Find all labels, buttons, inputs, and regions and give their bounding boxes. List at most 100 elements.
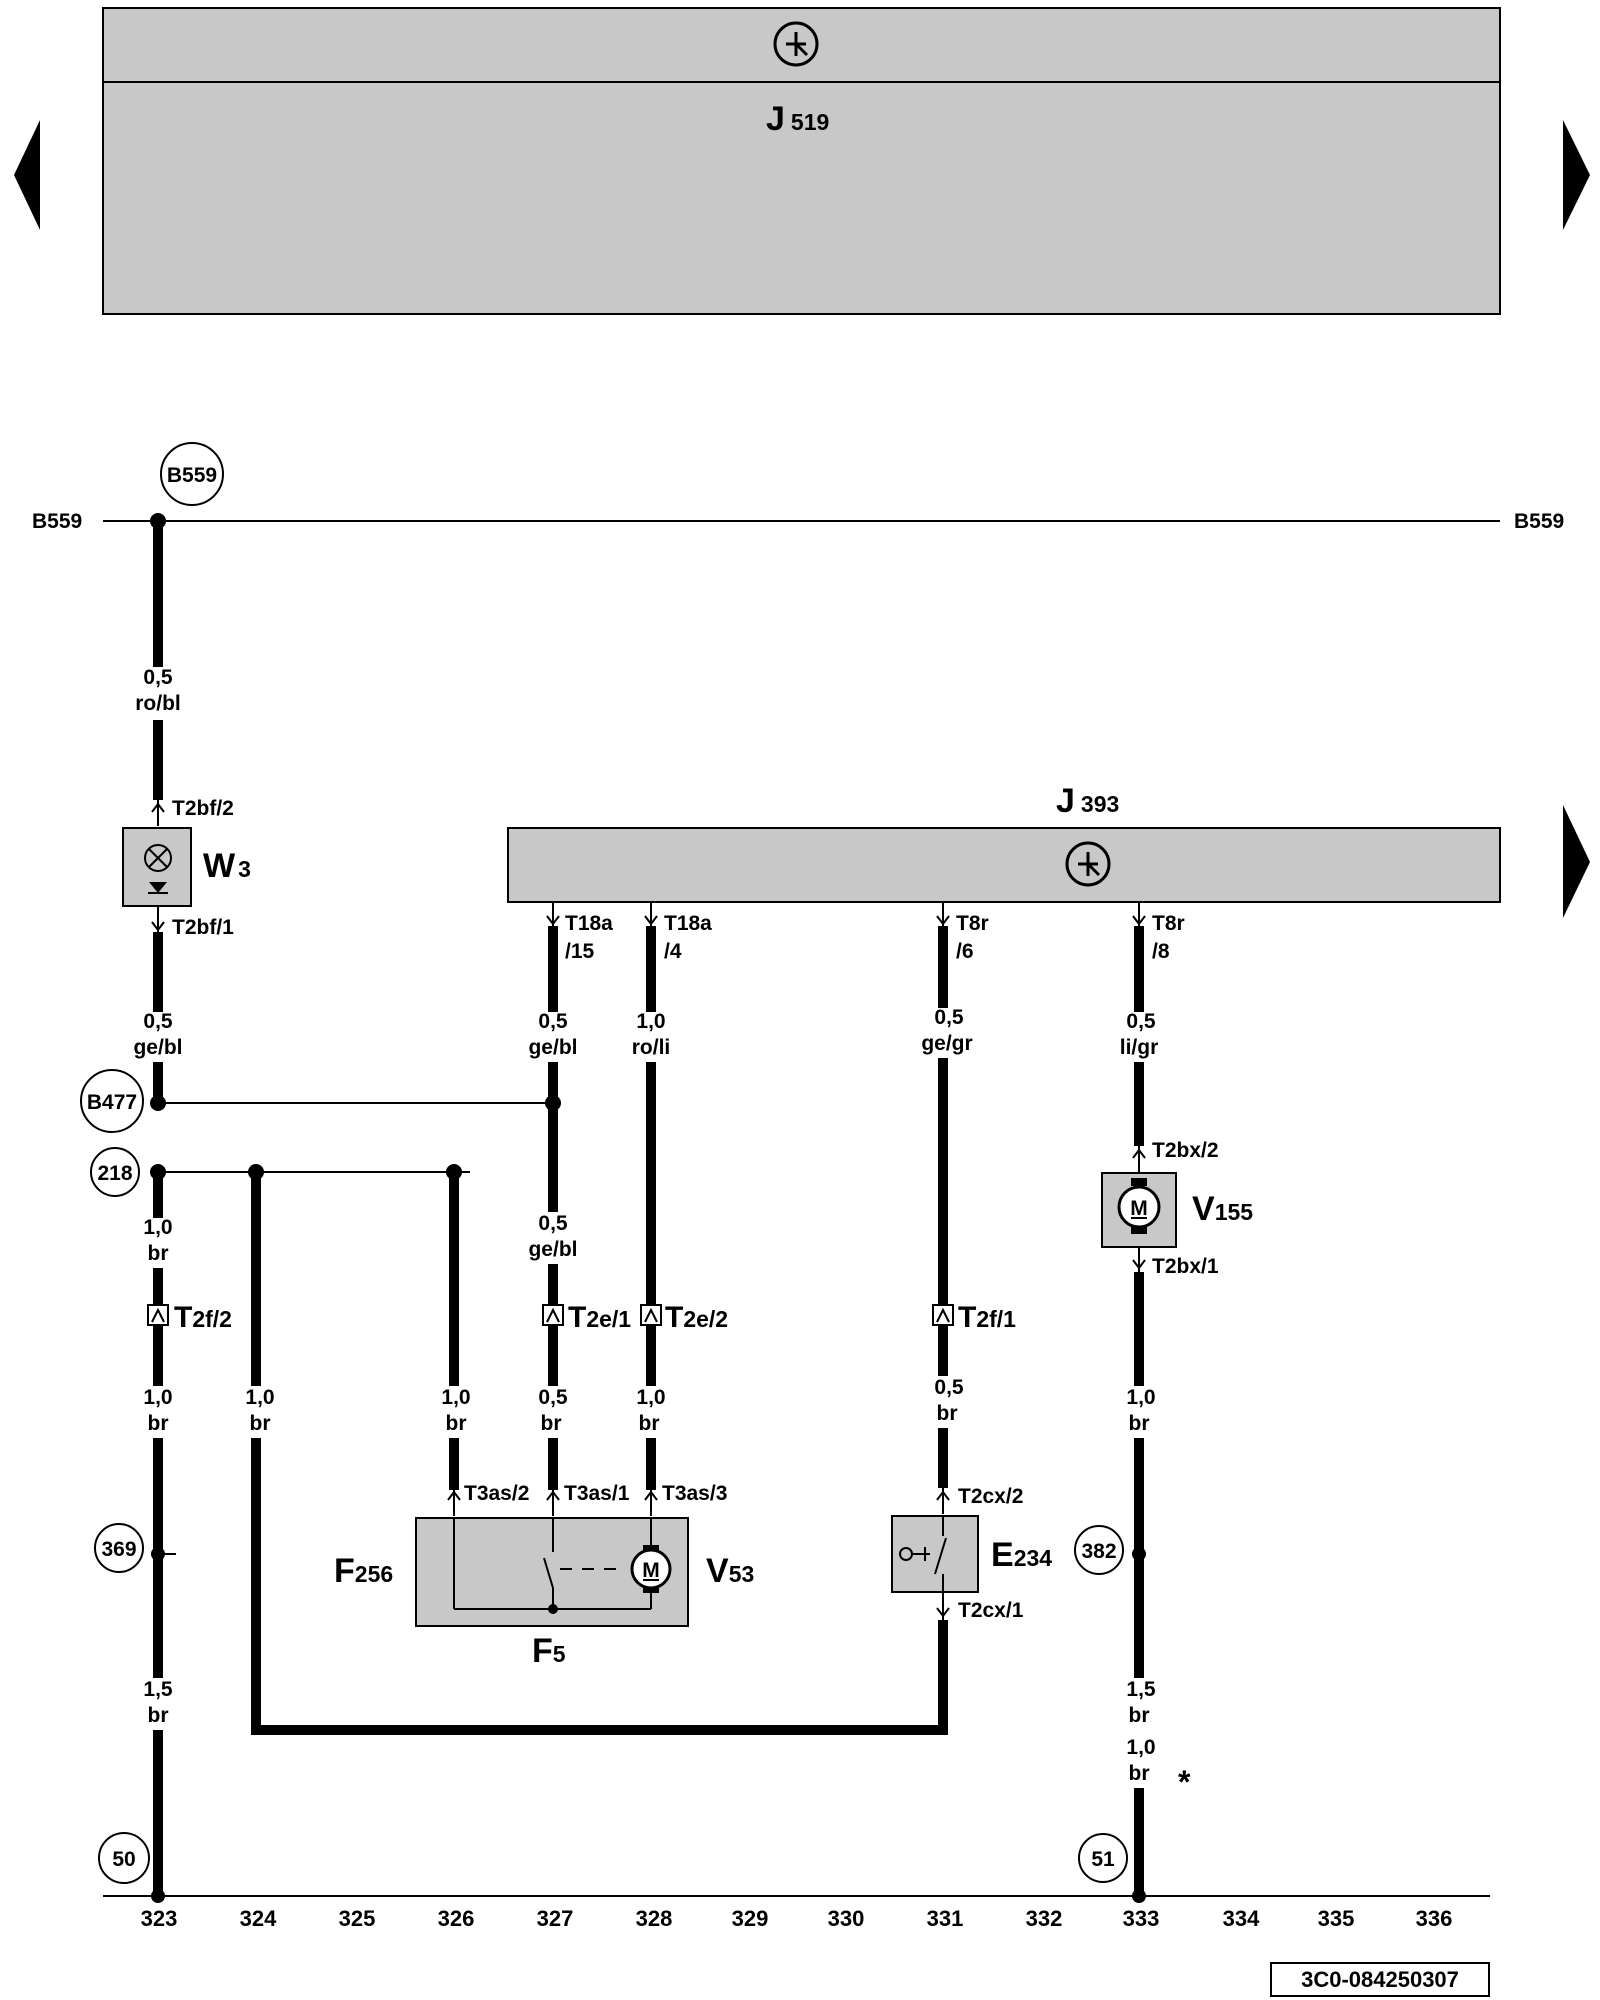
node-51-circle — [1078, 1833, 1128, 1883]
node-b477-label: B477 — [87, 1091, 137, 1114]
connector-icon — [542, 1304, 564, 1326]
doc-id-box — [1270, 1962, 1490, 1997]
wire-size: 1,5 — [1126, 1678, 1156, 1701]
connector-t2bf1: T2bf/1 — [172, 916, 234, 939]
wire-size: 1,0 — [245, 1386, 274, 1409]
connector-t3as1: T3as/1 — [564, 1482, 630, 1505]
connector-t18a15-b: /15 — [565, 940, 595, 963]
connector-t8r6-a: T8r — [956, 912, 989, 935]
wire-color: ro/li — [632, 1036, 671, 1059]
right-arrow-icon[interactable] — [1563, 805, 1590, 918]
track-number: 331 — [927, 1906, 964, 1931]
track-number: 335 — [1318, 1906, 1355, 1931]
wire-color: ge/bl — [133, 1036, 182, 1059]
track-number: 324 — [240, 1906, 277, 1931]
node-b477-circle — [80, 1069, 144, 1133]
component-e234: E234 — [891, 1515, 1052, 1593]
track-number: 327 — [537, 1906, 574, 1931]
track-number: 328 — [636, 1906, 673, 1931]
wire-color: br — [1129, 1412, 1150, 1435]
connector-t2bx1: T2bx/1 — [1152, 1255, 1219, 1278]
ground-symbol-icon — [773, 21, 819, 67]
track-number: 334 — [1223, 1906, 1260, 1931]
v155-label: V155 — [1192, 1190, 1253, 1228]
wire-color: br — [148, 1704, 169, 1727]
connector-t3as3: T3as/3 — [662, 1482, 727, 1505]
node-50-label: 50 — [112, 1848, 135, 1871]
wire-size: 0,5 — [143, 666, 173, 689]
node-369-label: 369 — [101, 1538, 136, 1561]
wire-size: 0,5 — [538, 1212, 568, 1235]
f256-label: F256 — [334, 1552, 393, 1590]
wire-size: 1,0 — [441, 1386, 470, 1409]
switch-icon — [899, 1516, 947, 1592]
connector-t2bf2: T2bf/2 — [172, 797, 234, 820]
connector-t3as2: T3as/2 — [464, 1482, 529, 1505]
node-218-circle — [90, 1147, 140, 1197]
track-number: 323 — [141, 1906, 178, 1931]
node-b559-label: B559 — [167, 464, 217, 487]
connector-icon — [932, 1304, 954, 1326]
connector-t2cx2: T2cx/2 — [958, 1485, 1023, 1508]
track-number: 332 — [1026, 1906, 1063, 1931]
track-number: 330 — [828, 1906, 865, 1931]
connector-t18a15-a: T18a — [565, 912, 613, 935]
f5-label: F5 — [532, 1632, 566, 1670]
lamp-icon — [144, 844, 172, 894]
wire-size: 1,0 — [143, 1216, 172, 1239]
wire-color: ge/bl — [528, 1238, 577, 1261]
wire-size: 1,0 — [636, 1010, 665, 1033]
connector-t8r6-b: /6 — [956, 940, 974, 963]
wire-size: 1,0 — [1126, 1386, 1155, 1409]
right-arrow-icon[interactable] — [1563, 120, 1590, 230]
node-50-circle — [98, 1832, 150, 1884]
connector-t8r8-a: T8r — [1152, 912, 1185, 935]
component-f256-f5-v53: M F256 V53 F5 — [334, 1517, 754, 1670]
asterisk-note: * — [1178, 1764, 1191, 1800]
wire-color: br — [446, 1412, 467, 1435]
node-369-circle — [94, 1523, 144, 1573]
switch-icon — [543, 1518, 554, 1609]
bus-label-right: B559 — [1514, 510, 1564, 533]
wire-color: ro/bl — [135, 692, 181, 715]
wire-size: 1,0 — [636, 1386, 665, 1409]
e234-label: E234 — [991, 1536, 1052, 1574]
connector-t2cx1: T2cx/1 — [958, 1599, 1024, 1622]
svg-text:M: M — [1130, 1197, 1148, 1220]
connector-icon — [147, 1304, 169, 1326]
wire-size: 0,5 — [934, 1006, 964, 1029]
wire-color: ge/bl — [528, 1036, 577, 1059]
track-number: 325 — [339, 1906, 376, 1931]
wire-size: 0,5 — [934, 1376, 964, 1399]
connector-t2bx2: T2bx/2 — [1152, 1139, 1219, 1162]
wire-color: br — [250, 1412, 271, 1435]
wire-color: br — [937, 1402, 958, 1425]
connector-t2f2: T2f/2 — [174, 1301, 232, 1334]
motor-icon: M — [630, 1545, 672, 1593]
wire-color: br — [148, 1412, 169, 1435]
wire-size: 0,5 — [1126, 1010, 1156, 1033]
wire-size: 0,5 — [538, 1010, 568, 1033]
wire-color: br — [148, 1242, 169, 1265]
wire-color: br — [1129, 1704, 1150, 1727]
wire-color: br — [1129, 1762, 1150, 1785]
wire-size: 0,5 — [538, 1386, 568, 1409]
track-number: 336 — [1416, 1906, 1453, 1931]
node-382-circle — [1074, 1525, 1124, 1575]
wire-size: 1,0 — [143, 1386, 172, 1409]
left-arrow-icon[interactable] — [14, 120, 40, 230]
connector-t2e1: T2e/1 — [568, 1301, 631, 1334]
wire-size: 0,5 — [143, 1010, 173, 1033]
track-number: 326 — [438, 1906, 475, 1931]
ground-symbol-icon — [1065, 841, 1111, 887]
connector-icon — [640, 1304, 662, 1326]
track-numbers: 323 324 325 326 327 328 329 330 331 332 … — [141, 1906, 1453, 1931]
wire-color: br — [541, 1412, 562, 1435]
svg-text:M: M — [642, 1559, 660, 1582]
